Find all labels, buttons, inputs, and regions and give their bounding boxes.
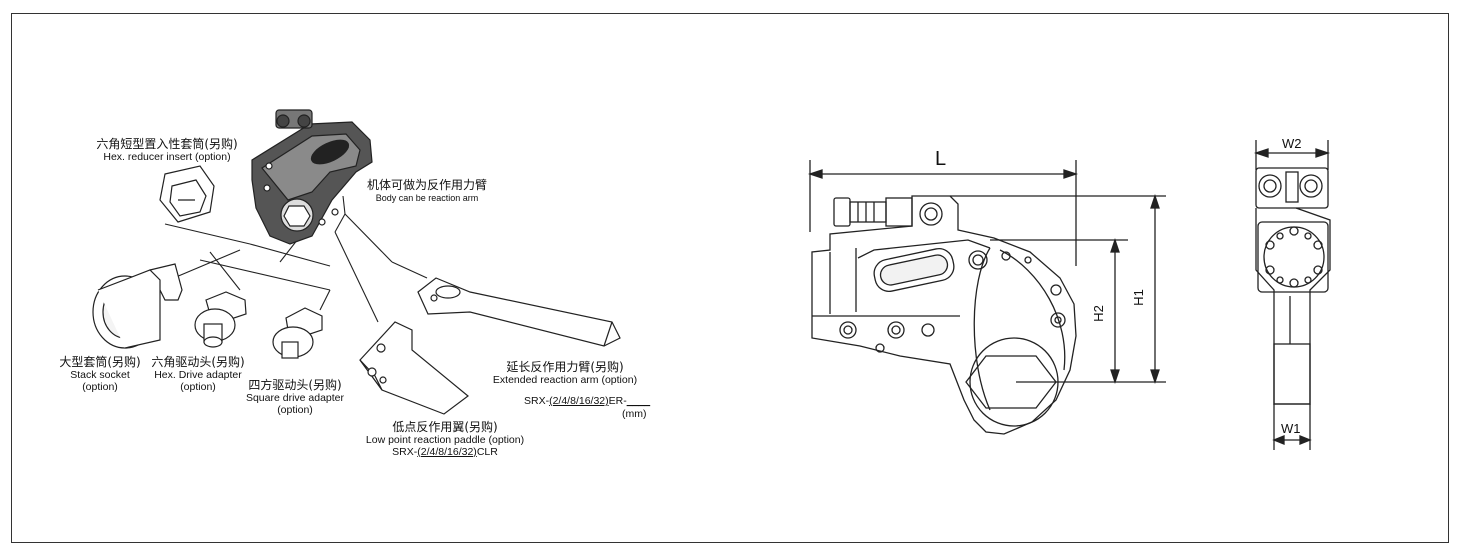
label-en: Extended reaction arm (option) xyxy=(492,374,638,386)
label-cn: 低点反作用翼(另购) xyxy=(392,420,498,434)
label-cn: 六角短型置入性套筒(另购) xyxy=(96,137,238,151)
label-cn: 机体可做为反作用力臂 xyxy=(366,178,487,192)
code-sizes: (2/4/8/16/32) xyxy=(417,446,477,458)
label-en: (option) xyxy=(277,404,313,416)
label-code: SRX-(2/4/8/16/32)CLR xyxy=(355,446,535,458)
unit-text: (mm) xyxy=(622,408,647,420)
code-sizes: (2/4/8/16/32) xyxy=(549,395,609,407)
side-view-drawing xyxy=(807,160,1166,435)
label-en: Body can be reaction arm xyxy=(375,193,479,203)
label-en: Hex. reducer insert (option) xyxy=(103,151,231,163)
tool-head-icon xyxy=(251,109,373,245)
label-low-paddle: 低点反作用翼(另购) Low point reaction paddle (op… xyxy=(355,420,535,458)
label-hex-reducer-insert: 六角短型置入性套筒(另购) Hex. reducer insert (optio… xyxy=(82,137,252,163)
label-hex-drive: 六角驱动头(另购) Hex. Drive adapter (option) xyxy=(148,355,248,393)
hex-drive-adapter-icon xyxy=(194,291,247,348)
label-cn: 延长反作用力臂(另购) xyxy=(506,360,624,374)
low-point-paddle-icon xyxy=(359,321,469,415)
code-prefix: SRX- xyxy=(524,395,550,407)
connector-line xyxy=(164,223,251,245)
drawing-frame xyxy=(11,13,1449,543)
label-extended-arm-unit: (mm) xyxy=(622,408,647,420)
label-en: Stack socket xyxy=(70,369,130,381)
code-prefix: SRX- xyxy=(392,446,418,458)
code-suffix: ER- xyxy=(608,395,627,407)
square-drive-adapter-icon xyxy=(272,307,323,359)
label-cn: 六角驱动头(另购) xyxy=(151,355,245,369)
label-extended-arm: 延长反作用力臂(另购) Extended reaction arm (optio… xyxy=(480,360,650,386)
label-extended-arm-code: SRX-(2/4/8/16/32)ER-____ xyxy=(524,395,650,407)
dimension-W2: W2 xyxy=(1282,136,1302,151)
stack-socket-icon xyxy=(92,263,183,349)
label-square-drive: 四方驱动头(另购) Square drive adapter (option) xyxy=(240,378,350,416)
dimension-H1: H1 xyxy=(1130,289,1146,306)
label-cn: 大型套筒(另购) xyxy=(59,355,141,369)
dimension-H2: H2 xyxy=(1090,305,1106,322)
label-en: Square drive adapter xyxy=(245,392,345,404)
dimension-L: L xyxy=(935,148,947,170)
front-view-drawing xyxy=(1253,140,1331,450)
label-en: Hex. Drive adapter xyxy=(154,369,242,381)
label-stack-socket: 大型套筒(另购) Stack socket (option) xyxy=(50,355,150,393)
dimension-W1: W1 xyxy=(1281,421,1301,436)
extended-reaction-arm-icon xyxy=(417,277,621,347)
label-en: Low point reaction paddle (option) xyxy=(365,434,525,446)
label-en: (option) xyxy=(82,381,118,393)
code-suffix: CLR xyxy=(476,446,498,458)
label-en: (option) xyxy=(180,381,216,393)
label-cn: 四方驱动头(另购) xyxy=(248,378,342,392)
label-body-arm: 机体可做为反作用力臂 Body can be reaction arm xyxy=(352,178,502,204)
code-blank: ____ xyxy=(626,395,651,407)
hex-reducer-insert-icon xyxy=(159,165,215,223)
